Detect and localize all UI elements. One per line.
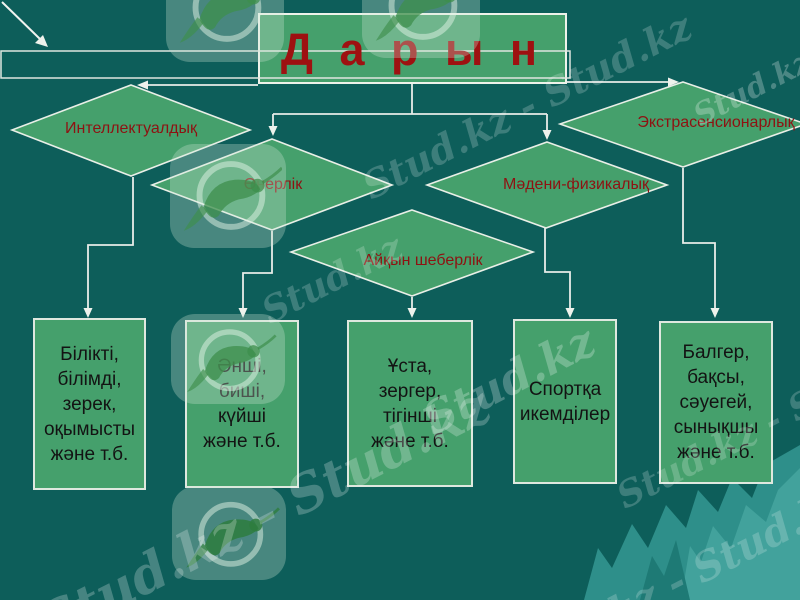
diamond-label-artistic: Өнерлік (243, 176, 303, 193)
decorative-outline-rect (0, 50, 571, 79)
diamond-label-intellectual: Интеллектуалдық (65, 120, 197, 137)
mountain-shape-light (681, 468, 800, 600)
diamond-extrasensory (557, 81, 800, 168)
connector-cultural-box (544, 228, 571, 309)
diamond-label-cultural: Мәдени-физикалық (502, 176, 650, 193)
arrowhead-down-icon (407, 308, 417, 318)
box-sport-examples: Спортқа икемділер (513, 319, 617, 484)
connector-intellectual-box (87, 177, 134, 309)
arrowhead-down-icon (268, 126, 278, 136)
box-intellectual-examples: Білікті, білімді, зерек, оқымысты және т… (33, 318, 146, 490)
connector-lines (1, 1, 716, 309)
arrowhead-down-icon (565, 308, 575, 318)
connector-extrasensory-box (682, 168, 716, 309)
diamond-cultural (424, 141, 670, 229)
connector-artistic-box (242, 231, 273, 309)
arrowheads (35, 35, 720, 318)
arrowhead-down-icon (238, 308, 248, 318)
arrowhead-right-icon (668, 77, 679, 87)
diamond-mastery (288, 209, 536, 297)
annotation-arrowhead-icon (35, 35, 48, 47)
diamond-label-mastery: Айқын шеберлік (363, 252, 483, 269)
box-extrasensory-examples: Балгер, бақсы, сәуегей, сынықшы және т.б… (659, 321, 773, 484)
connector-title-center (272, 84, 548, 131)
diamond-label-extrasensory: Экстрасенсионарлық (637, 114, 795, 131)
annotation-arrow-line (1, 1, 42, 41)
page-title: Д а р ы н (280, 24, 545, 75)
arrowhead-left-icon (137, 80, 148, 90)
mountain-shape-mid (640, 540, 690, 600)
arrowhead-down-icon (710, 308, 720, 318)
arrowhead-down-icon (542, 130, 552, 140)
box-craft-examples: Ұста, зергер, тігінші және т.б. (347, 320, 473, 487)
diamond-intellectual (9, 84, 253, 177)
arrowhead-down-icon (83, 308, 93, 318)
